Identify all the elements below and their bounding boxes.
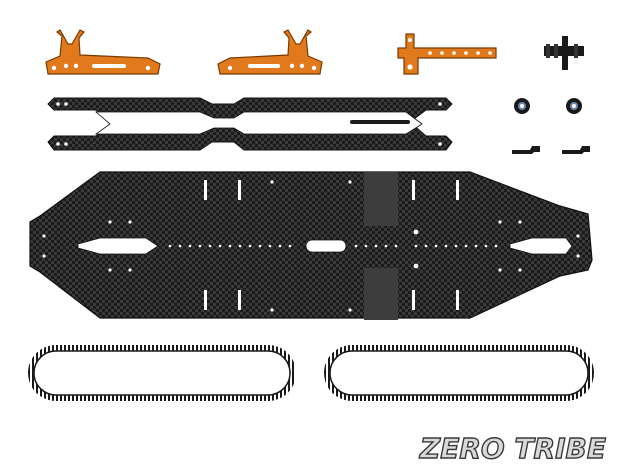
pulley-icon [544,36,584,70]
battery-pad-bottom [364,268,398,320]
left-bulkhead-icon [45,29,161,75]
battery-pad-top [364,172,398,226]
top-deck-icon [47,97,453,151]
clip-icon [512,146,590,154]
right-bulkhead-icon [217,29,323,75]
brand-logo: ZERO TRIBE [418,431,606,465]
bearing-icon [514,98,582,114]
drive-belt-icon [28,345,594,401]
brand-logo-text: ZERO TRIBE [419,432,606,465]
servo-mount-icon [397,33,497,75]
carbon-chassis-plate-icon [29,171,593,320]
